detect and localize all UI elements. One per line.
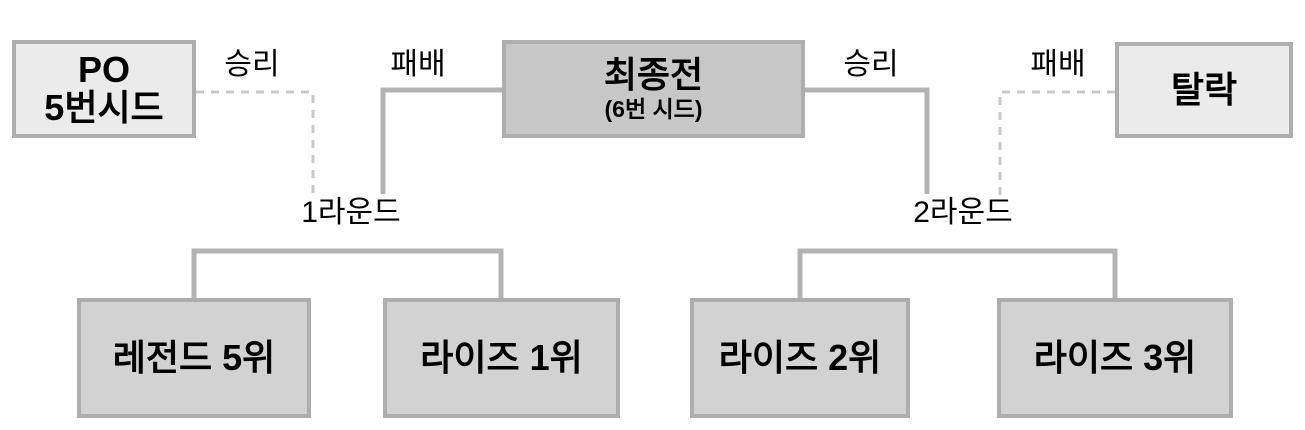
edge-label-win-right: 승리 — [843, 48, 899, 81]
node-rise-3rd: 라이즈 3위 — [997, 298, 1233, 418]
legend-5th-label: 레전드 5위 — [112, 336, 276, 378]
rise-1st-label: 라이즈 1위 — [420, 336, 583, 378]
round2-label: 2라운드 — [913, 196, 1013, 229]
node-legend-5th: 레전드 5위 — [77, 298, 311, 418]
round1-label: 1라운드 — [301, 196, 401, 229]
rise-2nd-label: 라이즈 2위 — [718, 336, 882, 378]
edge-line-win-left-dashed — [196, 90, 315, 197]
node-po-seed: PO 5번시드 — [12, 40, 196, 138]
edge-line-win-right-solid — [805, 87, 930, 194]
edge-label-win-left: 승리 — [224, 48, 280, 81]
eliminated-label: 탈락 — [1170, 68, 1238, 110]
edge-label-lose-right: 패배 — [1030, 48, 1086, 81]
round1-bracket-line — [191, 248, 504, 298]
node-rise-1st: 라이즈 1위 — [383, 298, 620, 418]
node-final-match: 최종전 (6번 시드) — [502, 40, 805, 138]
final-match-title: 최종전 — [603, 53, 704, 95]
round2-bracket-line — [797, 248, 1118, 298]
edge-label-lose-left: 패배 — [390, 48, 446, 81]
po-seed-line1: PO — [77, 48, 130, 90]
final-match-subtitle: (6번 시드) — [604, 95, 703, 122]
edge-line-lose-right-dashed — [998, 90, 1115, 197]
rise-3rd-label: 라이즈 3위 — [1033, 336, 1197, 378]
po-seed-line2: 5번시드 — [44, 87, 164, 128]
node-eliminated: 탈락 — [1115, 42, 1293, 138]
edge-line-lose-left-solid — [380, 87, 502, 194]
node-rise-2nd: 라이즈 2위 — [690, 298, 910, 418]
